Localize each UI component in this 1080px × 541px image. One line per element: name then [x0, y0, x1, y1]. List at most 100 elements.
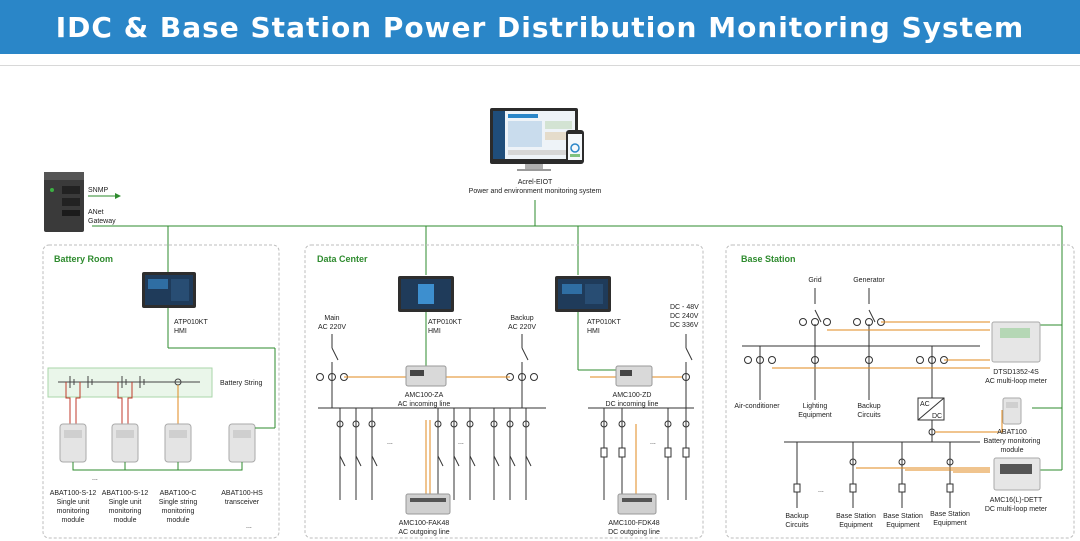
ac-feeder-switch	[525, 455, 532, 467]
battery-dots: ...	[92, 475, 98, 482]
amc100-fak48-model: AMC100-FAK48	[399, 520, 450, 527]
hmi-ac-type: HMI	[428, 328, 441, 335]
amc100-zd-icon	[615, 365, 653, 387]
main-ac-label-1: Main	[324, 315, 339, 322]
bs-backup-label-1: Backup	[785, 513, 808, 520]
ac-feeder-ct	[466, 420, 474, 428]
dtsd1352-icon	[991, 321, 1041, 363]
divider	[0, 65, 1080, 66]
ac-feeder-switch	[469, 455, 476, 467]
ac-feeder-switch	[437, 455, 444, 467]
base-station-dots: ...	[818, 487, 824, 494]
ac-feeder-switch	[509, 455, 516, 467]
module-1-l3: monitoring	[57, 508, 90, 515]
module-1-l4: module	[62, 517, 85, 524]
module-4-l2: transceiver	[225, 499, 260, 506]
hmi-dc-type: HMI	[587, 328, 600, 335]
dc-voltage-1: DC - 48V	[670, 304, 699, 311]
module-4-l1: ABAT100-HS	[221, 490, 263, 497]
abat100-desc-2: module	[1001, 447, 1024, 454]
ac-dots-2: ...	[458, 439, 464, 446]
equipment-b-label-1: Base Station	[883, 513, 923, 520]
monitor-name: Acrel-EIOT	[518, 179, 553, 186]
equipment-c-label-2: Equipment	[933, 520, 967, 527]
dc-feeder-ct	[664, 420, 672, 428]
grid-label: Grid	[808, 277, 821, 284]
ac-dc-converter-icon	[917, 397, 945, 421]
phone-icon	[566, 130, 584, 164]
hmi-dc-icon	[555, 276, 611, 312]
amc100-fak48-desc: AC outgoing line	[398, 529, 449, 536]
amc16-desc: DC multi-loop meter	[985, 506, 1048, 513]
abat100-icon	[1002, 397, 1022, 425]
ac-feeder-ct	[352, 420, 360, 428]
dtsd1352-desc: AC multi-loop meter	[985, 378, 1048, 385]
dc-feeder-fuse	[600, 447, 608, 458]
hmi-ac-model: ATP010KT	[428, 319, 462, 326]
equipment-a-label-1: Base Station	[836, 513, 876, 520]
hmi-battery-model: ATP010KT	[174, 319, 208, 326]
amc100-fdk48-model: AMC100-FDK48	[608, 520, 659, 527]
dc-voltage-2: DC 240V	[670, 313, 699, 320]
abat100-model: ABAT100	[997, 429, 1027, 436]
dc-feeder-fuse	[664, 447, 672, 458]
ac-feeder-switch	[371, 455, 378, 467]
battery-string-label: Battery String	[220, 380, 263, 387]
lighting-label-1: Lighting	[803, 403, 828, 410]
header-banner: IDC & Base Station Power Distribution Mo…	[0, 0, 1080, 54]
gateway-name-1: ANet	[88, 209, 104, 216]
ac-feeder-switch	[493, 455, 500, 467]
base-station-title: Base Station	[741, 254, 796, 264]
amc16-model: AMC16(L)-DETT	[990, 497, 1043, 504]
battery-wiring	[65, 382, 179, 424]
backup-circuits-label-1: Backup	[857, 403, 880, 410]
module-3-l3: monitoring	[162, 508, 195, 515]
module-2-l1: ABAT100-S-12	[102, 490, 149, 497]
page-title: IDC & Base Station Power Distribution Mo…	[55, 10, 1025, 44]
ac-dots-1: ...	[387, 439, 393, 446]
amc100-za-desc: AC incoming line	[398, 401, 451, 408]
abat100-desc-1: Battery monitoring	[984, 438, 1041, 445]
dc-feeders	[600, 408, 690, 500]
gateway-name-2: Gateway	[88, 218, 116, 225]
lighting-label-2: Equipment	[798, 412, 832, 419]
amc100-zd-desc: DC incoming line	[606, 401, 659, 408]
bs-backup-label-2: Circuits	[785, 522, 809, 529]
hmi-battery-type: HMI	[174, 328, 187, 335]
ac-feeder-switch	[355, 455, 362, 467]
dc-voltage-3: DC 336V	[670, 322, 699, 329]
converter-ac-label: AC	[920, 401, 930, 408]
amc100-fdk48-desc: DC outgoing line	[608, 529, 660, 536]
battery-room-box	[42, 244, 280, 539]
backup-ac-label-2: AC 220V	[508, 324, 536, 331]
base-station-measure-lines	[772, 321, 1003, 473]
module-1-l2: Single unit	[57, 499, 90, 506]
battery-dots-2: ...	[246, 523, 252, 530]
amc100-za-model: AMC100-ZA	[405, 392, 444, 399]
base-station-box	[725, 244, 1075, 539]
module-2-l4: module	[114, 517, 137, 524]
aircon-label: Air-conditioner	[734, 403, 780, 410]
ac-feeder-ct	[336, 420, 344, 428]
amc100-fdk48-icon	[617, 493, 657, 515]
equipment-b-label-2: Equipment	[886, 522, 920, 529]
gateway-device-icon	[44, 172, 84, 232]
ac-feeder-ct	[368, 420, 376, 428]
generator-label: Generator	[853, 277, 885, 284]
battery-module-icons	[59, 423, 256, 463]
data-center-box	[304, 244, 704, 539]
backup-ac-label-1: Backup	[510, 315, 533, 322]
backup-circuits-label-2: Circuits	[857, 412, 881, 419]
ac-feeder-switch	[339, 455, 346, 467]
data-center-measure-lines	[344, 376, 682, 494]
dc-feeder-fuse	[618, 447, 626, 458]
module-3-l4: module	[167, 517, 190, 524]
dc-feeder-fuse	[682, 447, 690, 458]
equipment-c-label-1: Base Station	[930, 511, 970, 518]
converter-dc-label: DC	[932, 413, 942, 420]
dc-feeder-ct	[682, 420, 690, 428]
hmi-battery-icon	[142, 272, 196, 308]
ac-feeders	[336, 408, 532, 500]
hmi-ac-icon	[398, 276, 454, 312]
